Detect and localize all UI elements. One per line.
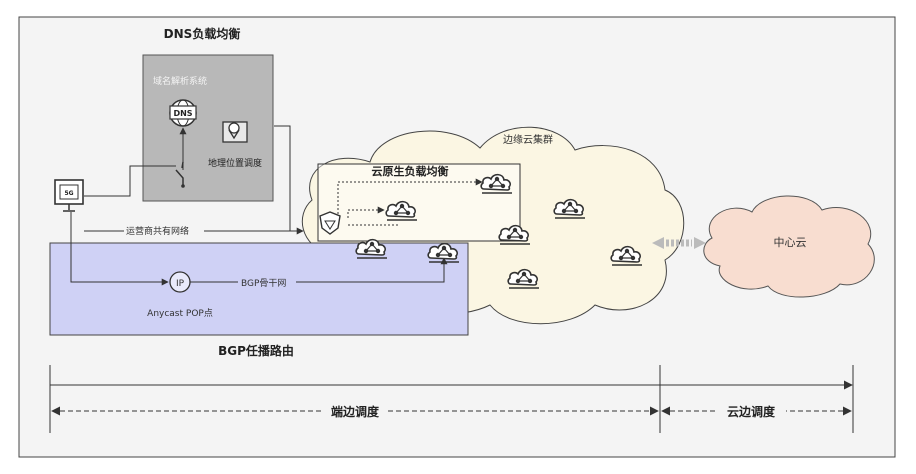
cloud-native-title: 云原生负载均衡 [372, 164, 449, 178]
dns-to-network-line [274, 125, 291, 231]
cloud-native-box [317, 163, 521, 242]
shield-icon [319, 211, 341, 235]
map-location-icon [222, 121, 248, 143]
svg-text:IP: IP [176, 279, 185, 289]
cloud-link-arrow [652, 237, 706, 249]
cloud-scheduling-label: 云边调度 [727, 404, 776, 419]
carrier-network-label: 运营商共有网络 [126, 225, 189, 237]
svg-text:5G: 5G [64, 190, 73, 197]
terminal-to-ip-line [70, 212, 169, 286]
dns-group-title: DNS负载均衡 [164, 26, 241, 41]
edge-cloud-title: 边缘云集群 [503, 133, 553, 146]
svg-text:DNS: DNS [173, 109, 192, 118]
axis-ticks [49, 365, 854, 433]
terminal-to-dns-line [84, 165, 176, 197]
geo-scheduling-label: 地理位置调度 [208, 157, 262, 169]
dns-globe-icon: DNS [169, 99, 197, 127]
dns-group-box [142, 54, 274, 202]
terminal-device-icon: 5G [54, 179, 84, 212]
edge-scheduling-label: 端边调度 [331, 404, 380, 419]
switch-icon [175, 161, 184, 185]
bgp-title: BGP任播路由 [218, 343, 294, 358]
center-cloud-shape [703, 195, 875, 298]
ip-icon: IP [169, 271, 191, 293]
bgp-backbone-label: BGP骨干网 [241, 278, 286, 289]
domain-system-label: 域名解析系统 [153, 75, 207, 87]
anycast-pop-label: Anycast POP点 [147, 308, 213, 319]
lb-route-mid [347, 206, 385, 218]
bgp-box [49, 242, 469, 336]
lb-route-top [337, 178, 483, 218]
center-cloud-label: 中心云 [774, 236, 807, 249]
